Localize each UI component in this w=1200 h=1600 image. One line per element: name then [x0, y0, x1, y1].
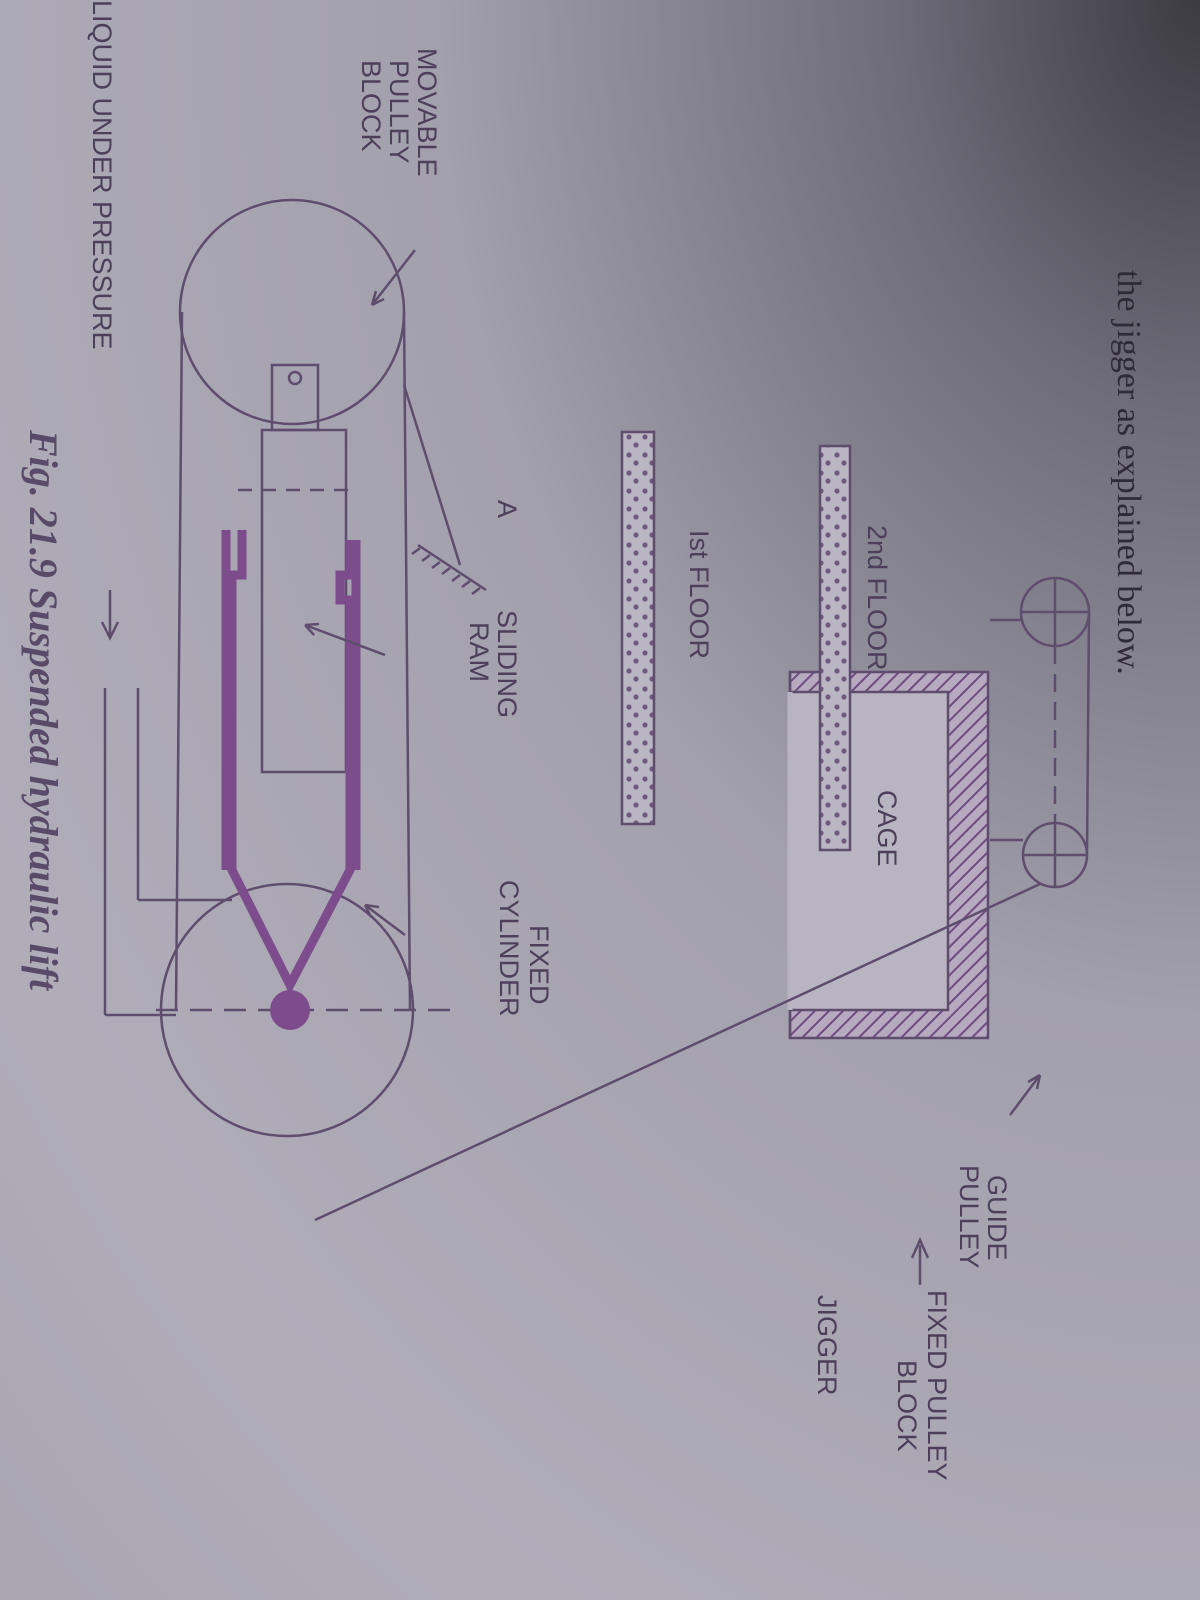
fixed-cylinder-label: FIXED — [524, 925, 554, 1005]
guide-pulley-label: GUIDE — [982, 1175, 1012, 1261]
first-floor-slab — [620, 430, 656, 826]
leader-arrow — [910, 1236, 930, 1285]
cage-label: CAGE — [872, 790, 902, 867]
movable-pulley-block-label: PULLEY — [384, 60, 414, 164]
fixed-cylinder — [221, 530, 361, 1030]
point-a-label: A — [492, 500, 522, 518]
first-floor-label: Ist FLOOR — [684, 530, 714, 659]
second-floor-label: 2nd FLOOR — [862, 525, 892, 671]
movable-pulley-block-label: BLOCK — [356, 60, 386, 152]
guide-pulley — [990, 576, 1091, 889]
jigger-label: JIGGER — [812, 1295, 842, 1396]
figure-caption: Fig. 21.9 Suspended hydraulic lift — [21, 429, 66, 992]
rope-anchor — [402, 384, 487, 595]
sliding-ram — [260, 363, 348, 774]
leader-arrow — [304, 622, 386, 657]
fixed-pulley-block-label: BLOCK — [892, 1360, 922, 1452]
leader-arrow — [1009, 1073, 1042, 1116]
fixed-cylinder-label: CYLINDER — [494, 880, 524, 1017]
pressure-pipe — [100, 590, 232, 1017]
liquid-under-pressure-label: LIQUID UNDER PRESSURE — [87, 0, 117, 350]
movable-pulley-block-label: MOVABLE — [412, 48, 442, 177]
leader-arrow — [363, 903, 406, 936]
second-floor-slab — [818, 444, 852, 852]
sliding-ram-label: RAM — [464, 622, 494, 682]
body-text: the jigger as explained below. — [1110, 270, 1147, 675]
lift-rope — [314, 882, 1041, 1222]
guide-pulley-label: PULLEY — [954, 1165, 984, 1269]
sliding-ram-label: SLIDING — [492, 610, 522, 718]
fixed-pulley-block-label: FIXED PULLEY — [922, 1290, 952, 1481]
leader-arrow — [370, 249, 416, 307]
movable-pulley-block — [178, 198, 406, 426]
